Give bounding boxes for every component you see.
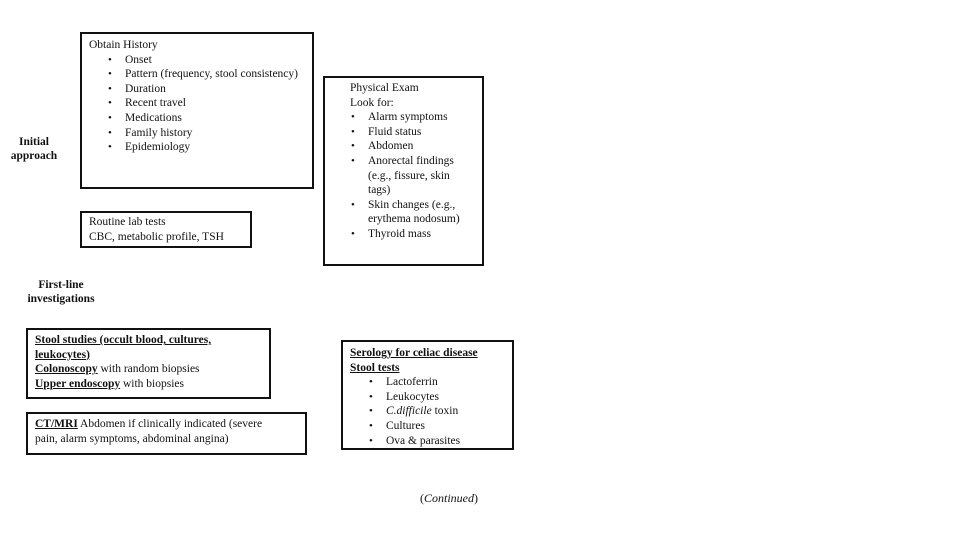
list-item: Recent travel — [108, 96, 312, 111]
list-item: Epidemiology — [108, 140, 312, 155]
continued-open: ( — [420, 491, 424, 505]
colonoscopy-line: Colonoscopy with random biopsies — [35, 362, 269, 377]
label-first-line-line1: First-line — [38, 279, 84, 291]
stool-studies-line1: Stool studies (occult blood, cultures, — [35, 334, 212, 346]
continued-note: (Continued) — [420, 491, 478, 506]
upper-endoscopy-detail: with biopsies — [120, 377, 184, 390]
list-item: Thyroid mass — [351, 227, 482, 242]
list-item: Abdomen — [351, 139, 482, 154]
list-item: C.difficile toxin — [369, 404, 512, 419]
item-text: Skin changes (e.g., — [368, 198, 456, 211]
history-box: Obtain History Onset Pattern (frequency,… — [80, 32, 314, 189]
cdiff-name: C.difficile — [386, 405, 432, 418]
list-item: Medications — [108, 111, 312, 126]
history-list: Onset Pattern (frequency, stool consiste… — [89, 53, 312, 155]
list-item: Onset — [108, 53, 312, 68]
list-item: Cultures — [369, 419, 512, 434]
exam-subtitle: Look for: — [350, 96, 394, 109]
list-item: Family history — [108, 126, 312, 141]
list-item: Anorectal findings (e.g., fissure, skin … — [351, 154, 482, 198]
stool-studies-line2: leukocytes) — [35, 348, 90, 361]
ct-mri-label: CT/MRI — [35, 418, 78, 430]
labs-box: Routine lab tests CBC, metabolic profile… — [80, 211, 252, 248]
label-initial-line1: Initial — [18, 136, 50, 148]
item-text: Alarm symptoms — [368, 111, 448, 124]
exam-title: Physical Exam — [350, 82, 419, 94]
cdiff-toxin: toxin — [434, 405, 459, 418]
labs-title: Routine lab tests — [89, 216, 166, 228]
ct-mri-detail-1: Abdomen if clinically indicated (severe — [77, 418, 263, 430]
label-initial-line2: approach — [10, 150, 58, 162]
history-title: Obtain History — [89, 39, 158, 51]
item-text: tags) — [368, 184, 391, 197]
label-initial-approach: Initial approach — [8, 135, 60, 163]
list-item: Pattern (frequency, stool consistency) — [108, 67, 312, 82]
exam-list: Alarm symptoms Fluid status Abdomen Anor… — [350, 110, 482, 241]
colonoscopy-label: Colonoscopy — [35, 363, 98, 376]
colonoscopy-detail: with random biopsies — [97, 363, 200, 376]
item-text: Fluid status — [368, 125, 422, 138]
item-text: Anorectal findings — [368, 154, 454, 167]
ct-mri-line1: CT/MRI Abdomen if clinically indicated (… — [35, 417, 305, 432]
continued-word: Continued — [424, 491, 474, 505]
serology-title: Serology for celiac disease — [350, 347, 478, 359]
exam-box: Physical Exam Look for: Alarm symptoms F… — [323, 76, 484, 266]
item-text: (e.g., fissure, skin — [368, 169, 450, 182]
stool-tests-title: Stool tests — [350, 361, 400, 374]
item-text: erythema nodosum) — [368, 213, 460, 226]
label-first-line-investigations: First-line investigations — [20, 278, 102, 306]
list-item: Fluid status — [351, 125, 482, 140]
labs-text: CBC, metabolic profile, TSH — [89, 230, 224, 243]
serology-box: Serology for celiac disease Stool tests … — [341, 340, 514, 450]
list-item: Alarm symptoms — [351, 110, 482, 125]
list-item: Duration — [108, 82, 312, 97]
ct-mri-detail-2: pain, alarm symptoms, abdominal angina) — [35, 432, 229, 445]
item-text: Abdomen — [368, 140, 414, 153]
continued-close: ) — [474, 491, 478, 505]
list-item: Leukocytes — [369, 390, 512, 405]
label-first-line-line2: investigations — [27, 293, 95, 305]
stool-studies-box: Stool studies (occult blood, cultures, l… — [26, 328, 271, 399]
item-text: Thyroid mass — [368, 227, 431, 240]
upper-endoscopy-label: Upper endoscopy — [35, 377, 121, 390]
list-item: Skin changes (e.g., erythema nodosum) — [351, 198, 482, 227]
upper-endoscopy-line: Upper endoscopy with biopsies — [35, 377, 269, 392]
ct-mri-box: CT/MRI Abdomen if clinically indicated (… — [26, 412, 307, 455]
stool-tests-list: Lactoferrin Leukocytes C.difficile toxin… — [350, 375, 512, 448]
list-item: Lactoferrin — [369, 375, 512, 390]
list-item: Ova & parasites — [369, 434, 512, 449]
